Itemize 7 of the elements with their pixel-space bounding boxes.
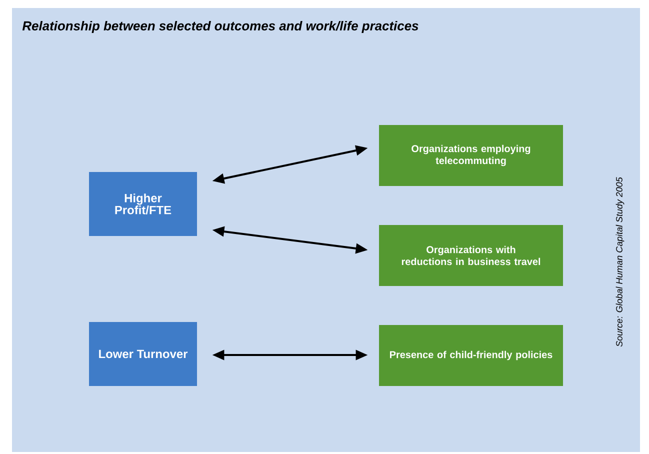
practice-box: Presence of child-friendly policies: [379, 325, 563, 386]
outcome-box: Higher Profit/FTE: [89, 172, 197, 236]
outcome-box: Lower Turnover: [89, 322, 197, 386]
title: Relationship between selected outcomes and work/life practices: [22, 20, 418, 34]
practice-box: Organizations employing telecommuting: [379, 125, 563, 186]
practice-box: Organizations with reductions in business travel: [379, 225, 563, 286]
source-note: Source: Global Human Capital Study 2005: [616, 177, 624, 347]
